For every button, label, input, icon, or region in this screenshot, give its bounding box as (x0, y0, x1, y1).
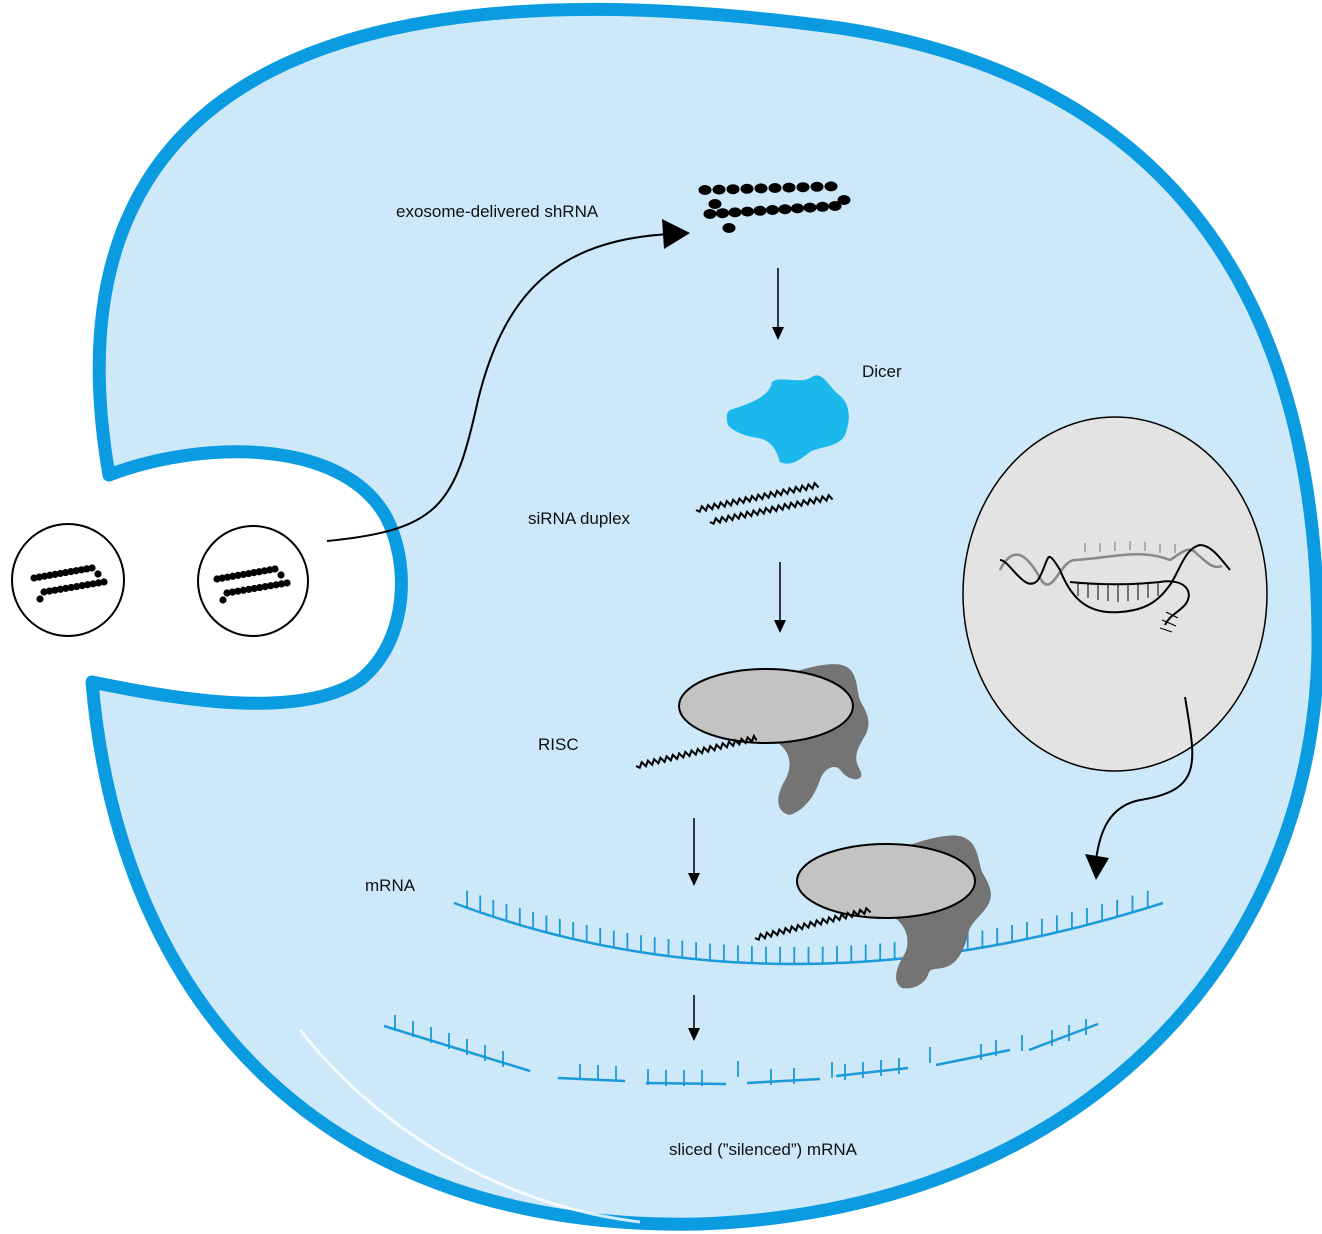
label-sliced: sliced (”silenced”) mRNA (669, 1140, 858, 1159)
label-mrna: mRNA (365, 876, 416, 895)
label-dicer: Dicer (862, 362, 902, 381)
exosome-outside (12, 524, 124, 636)
label-risc: RISC (538, 735, 579, 754)
exosome-inside (198, 526, 308, 636)
label-sirna: siRNA duplex (528, 509, 631, 528)
label-shrna: exosome-delivered shRNA (396, 202, 599, 221)
